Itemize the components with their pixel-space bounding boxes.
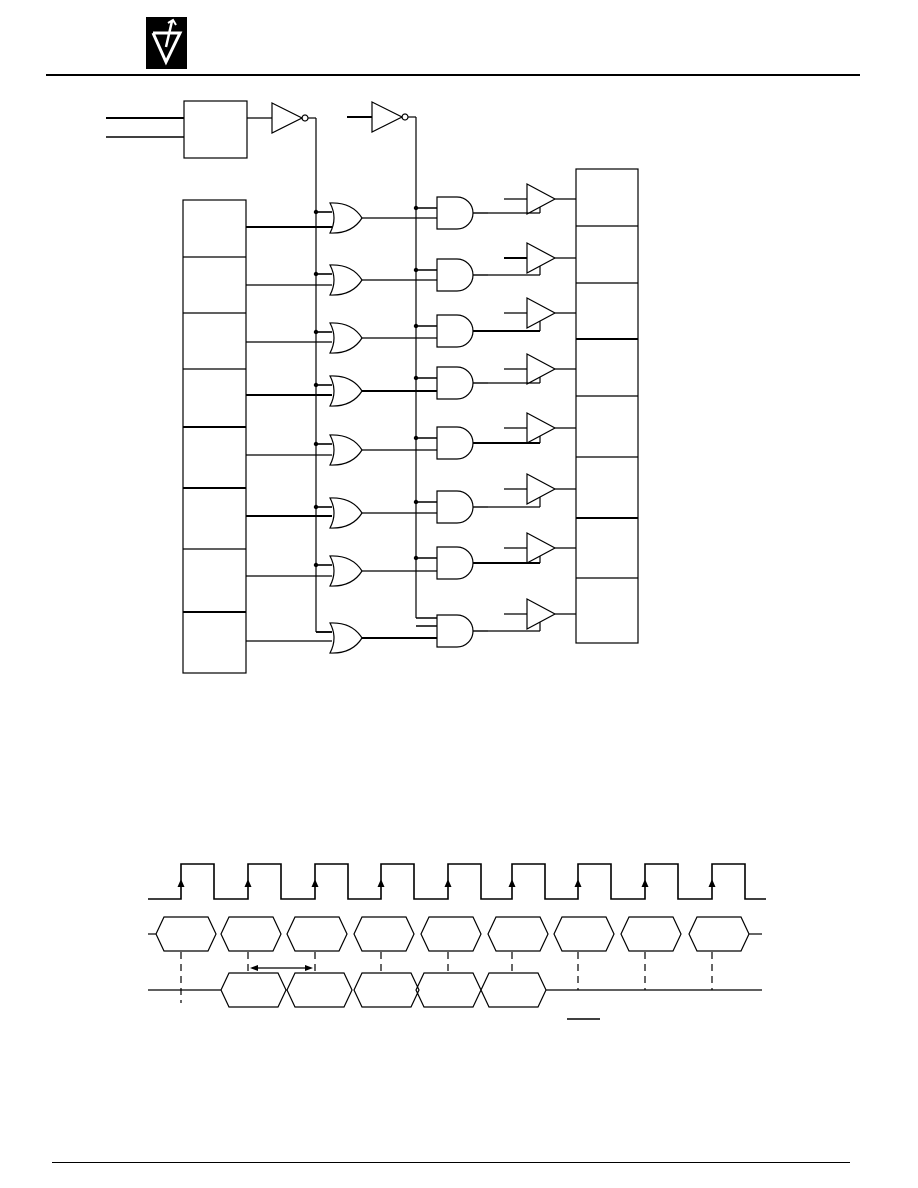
right-register bbox=[575, 168, 639, 644]
rising-edge-arrow bbox=[708, 879, 716, 887]
output-data-cell bbox=[286, 972, 353, 1008]
rising-edge-arrow bbox=[444, 879, 452, 887]
junction-dot bbox=[413, 375, 419, 381]
arrowhead-left bbox=[250, 965, 258, 971]
junction-dot bbox=[413, 499, 419, 505]
output-data-cell bbox=[415, 972, 482, 1008]
rising-edge-arrow bbox=[177, 879, 185, 887]
input-data-cell bbox=[620, 916, 682, 952]
output-data-cell bbox=[220, 972, 287, 1008]
input-data-cell bbox=[688, 916, 750, 952]
junction-dot bbox=[313, 382, 319, 388]
or-gate bbox=[329, 555, 363, 587]
junction-dot bbox=[413, 205, 419, 211]
and-gate bbox=[436, 490, 474, 524]
and-gate bbox=[436, 426, 474, 460]
or-gate bbox=[329, 322, 363, 354]
triangle-v-logo-icon bbox=[146, 17, 187, 69]
rising-edge-arrow bbox=[641, 879, 649, 887]
company-logo bbox=[146, 17, 187, 69]
inverter-gate bbox=[271, 102, 304, 134]
or-gate bbox=[329, 622, 363, 654]
clock-waveform bbox=[148, 863, 766, 900]
junction-dot bbox=[413, 267, 419, 273]
rising-edge-arrow bbox=[311, 879, 319, 887]
or-gate bbox=[329, 434, 363, 466]
and-gate bbox=[436, 366, 474, 400]
rising-edge-arrow bbox=[574, 879, 582, 887]
buffer-gate bbox=[526, 352, 557, 386]
junction-dot bbox=[313, 504, 319, 510]
junction-dot bbox=[313, 329, 319, 335]
rising-edge-arrow bbox=[377, 879, 385, 887]
junction-dot bbox=[413, 323, 419, 329]
input-data-cell bbox=[353, 916, 415, 952]
input-data-cell bbox=[420, 916, 482, 952]
control-block bbox=[183, 100, 248, 159]
input-data-cell bbox=[220, 916, 282, 952]
buffer-gate bbox=[526, 597, 557, 631]
buffer-gate bbox=[526, 531, 557, 565]
buffer-gate bbox=[526, 296, 557, 330]
footer-rule bbox=[52, 1162, 850, 1163]
or-gate bbox=[329, 264, 363, 296]
input-data-cell bbox=[553, 916, 615, 952]
and-gate bbox=[436, 614, 474, 648]
and-gate bbox=[436, 196, 474, 230]
buffer-gate bbox=[526, 411, 557, 445]
junction-dot bbox=[413, 435, 419, 441]
input-data-cell bbox=[487, 916, 549, 952]
or-gate bbox=[329, 202, 363, 234]
and-gate bbox=[436, 258, 474, 292]
left-register bbox=[182, 199, 247, 674]
junction-dot bbox=[313, 562, 319, 568]
header-rule bbox=[46, 74, 860, 76]
buffer-gate bbox=[526, 241, 557, 275]
junction-dot bbox=[313, 441, 319, 447]
output-data-cell bbox=[480, 972, 547, 1008]
rising-edge-arrow bbox=[508, 879, 516, 887]
input-data-cell bbox=[155, 916, 217, 952]
and-gate bbox=[436, 314, 474, 348]
input-data-cell bbox=[286, 916, 348, 952]
or-gate bbox=[329, 375, 363, 407]
junction-dot bbox=[413, 555, 419, 561]
junction-dot bbox=[313, 209, 319, 215]
and-gate bbox=[436, 546, 474, 580]
arrowhead-right bbox=[305, 965, 313, 971]
buffer-gate bbox=[526, 182, 557, 216]
inverter-gate bbox=[371, 101, 404, 133]
buffer-gate bbox=[526, 472, 557, 506]
junction-dot bbox=[313, 271, 319, 277]
output-data-cell bbox=[353, 972, 420, 1008]
rising-edge-arrow bbox=[244, 879, 252, 887]
or-gate bbox=[329, 497, 363, 529]
